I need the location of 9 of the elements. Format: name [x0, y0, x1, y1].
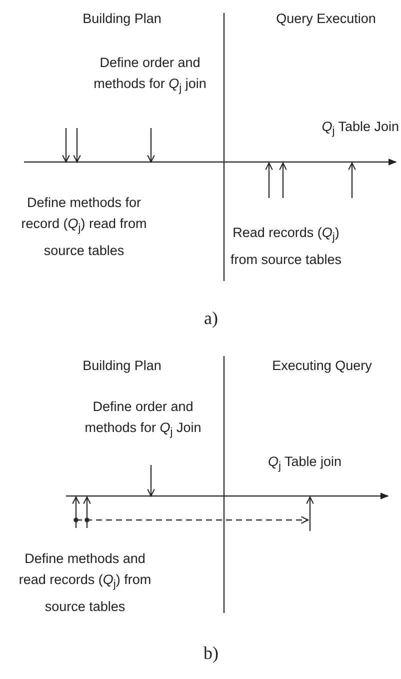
- caption: b): [204, 643, 218, 663]
- panel-heading: Query Execution: [276, 11, 376, 26]
- panel-heading: Building Plan: [82, 11, 162, 26]
- panel-heading: Building Plan: [82, 358, 162, 373]
- annotation-text: Define methods for record (Q$_{j}$) read from source tables: [21, 195, 147, 258]
- panel-heading: Executing Query: [272, 358, 372, 373]
- annotation-text: Define methods and read records (Q$_{j}$) from source tables: [18, 551, 152, 614]
- annotation-text: Read records (Q$_{j}$) from source tables: [230, 225, 342, 267]
- caption: a): [204, 308, 218, 328]
